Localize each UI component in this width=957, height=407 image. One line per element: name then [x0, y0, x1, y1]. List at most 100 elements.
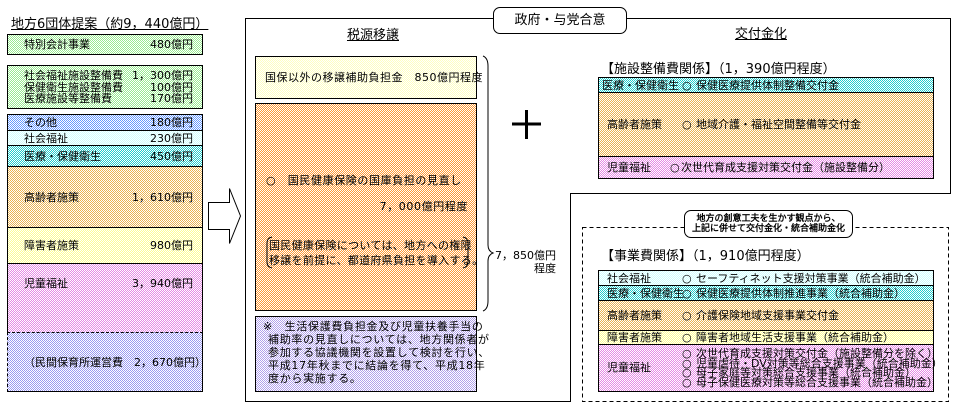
category-row-disabled: 障害者施策 980億円	[7, 227, 203, 264]
row-item: 次世代育成支援対策交付金（施設整備分）	[681, 161, 890, 174]
total-transfer-suffix: 程度	[534, 262, 556, 275]
plus-icon	[512, 110, 541, 139]
category-row-social-welfare: 社会福祉 230億円	[7, 130, 203, 146]
bullet-icon: ○	[682, 356, 692, 370]
grants-heading: 交付金化	[734, 27, 787, 42]
facility-cost-value: 100億円	[150, 80, 193, 94]
category-label: 高齢者施策	[24, 190, 79, 204]
category-label: 医療・保健衛生	[24, 149, 101, 163]
welfare-note-line: 参加する協議機関を設置して検討を行い、	[268, 346, 490, 359]
row-category: 医療・保健衛生	[602, 79, 679, 92]
row-item: 母子保健医療対策等総合支援事業（統合補助金）	[696, 375, 938, 389]
bullet-icon: ○	[682, 79, 692, 92]
row-item: 母子家庭等対策総合支援事業（統合補助金）	[696, 366, 916, 379]
project-row-child-welfare: 児童福祉 ○ 次世代育成支援対策交付金（施設整備分を除く） ○ 児童虐待・DV対…	[598, 344, 943, 392]
nursery-operation-row: （民間保育所運営費 2，670億円）	[7, 332, 206, 392]
right-paren-icon	[462, 236, 469, 269]
facility-cost-value: 170億円	[150, 92, 193, 105]
category-row-medical-health: 医療・保健衛生 450億円	[7, 145, 203, 167]
row-item: 保健医療提供体制整備交付金	[696, 79, 839, 92]
row-item: セーフティネット支援対策事業（統合補助金）	[696, 272, 926, 285]
category-value: 980億円	[150, 239, 193, 252]
integration-note-label: 地方の創意工夫を生かす観点から、 上記に併せて交付金化・統合補助金化	[684, 210, 853, 238]
facility-cost-row: 保健衛生施設整備費 100億円	[8, 80, 202, 94]
bullet-icon: ○	[682, 118, 692, 131]
special-account-box: 特別会計事業 480億円	[7, 34, 203, 55]
facility-cost-label: 社会福祉施設整備費	[24, 69, 123, 82]
bullet-icon: ○	[670, 161, 680, 174]
left-paren-icon	[266, 236, 273, 269]
integration-note-line: 上記に併せて交付金化・統合補助金化	[691, 224, 845, 234]
welfare-note-line: ※ 生活保護費負担金及び児童扶養手当の	[263, 320, 484, 333]
row-item: 保健医療提供体制推進事業（統合補助金）	[696, 287, 905, 300]
category-label: その他	[24, 116, 57, 129]
facility-cost-row: 社会福祉施設整備費 1，300億円	[8, 70, 202, 82]
total-transfer-amount: 7，850億円	[495, 249, 556, 262]
project-row-social-welfare: 社会福祉 ○ セーフティネット支援対策事業（統合補助金）	[598, 270, 934, 286]
special-account-label: 特別会計事業	[24, 38, 90, 51]
other-subsidies-box: 国保以外の移譲補助負担金 850億円程度	[255, 56, 483, 99]
nhi-amount: 7，000億円程度	[379, 200, 468, 213]
project-row-elderly: 高齢者施策 ○ 介護保険地域支援事業交付金	[598, 300, 934, 331]
bullet-icon: ○	[682, 331, 692, 344]
row-item: 次世代育成支援対策交付金（施設整備分を除く）	[696, 347, 938, 360]
bullet-icon: ○	[682, 272, 692, 285]
other-subsidies-text: 国保以外の移譲補助負担金 850億円程度	[265, 71, 483, 84]
category-label: 障害者施策	[24, 239, 79, 252]
category-value: 1，610億円	[132, 190, 193, 204]
row-category: 社会福祉	[607, 272, 651, 285]
facility-cost-label: 医療施設等整備費	[24, 92, 112, 105]
category-value: 3，940億円	[132, 277, 193, 290]
bullet-icon: ○	[682, 287, 692, 300]
facility-cost-label: 保健衛生施設整備費	[24, 80, 123, 94]
facility-row-medical-health: 医療・保健衛生 ○ 保健医療提供体制整備交付金	[598, 77, 934, 93]
category-label: 社会福祉	[24, 131, 68, 145]
welfare-note-box	[255, 316, 477, 392]
project-section-title: 【事業費関係】（1，910億円程度）	[601, 249, 810, 264]
bullet-icon: ○	[682, 375, 692, 389]
bullet-icon: ○	[682, 347, 692, 360]
facility-costs-box: 社会福祉施設整備費 1，300億円 保健衛生施設整備費 100億円 医療施設等整…	[7, 65, 203, 109]
welfare-note-line: 度から実施する。	[268, 372, 362, 385]
nhi-note-line: 移譲を前提に、都道府県負担を導入する。	[269, 254, 484, 267]
row-item: 児童虐待・DV対策等総合支援事業（統合補助金）	[696, 356, 943, 370]
row-category: 高齢者施策	[607, 118, 662, 131]
category-value: 450億円	[150, 149, 193, 163]
project-row-disabled: 障害者施策 ○ 障害者地域生活支援事業（統合補助金）	[598, 330, 934, 345]
row-category: 医療・保健衛生	[607, 287, 684, 300]
project-row-medical-health: 医療・保健衛生 ○ 保健医療提供体制推進事業（統合補助金）	[598, 285, 934, 301]
row-category: 児童福祉	[607, 161, 651, 174]
row-item: 地域介護・福祉空間整備等交付金	[696, 118, 861, 131]
bullet-icon: ○	[682, 366, 692, 379]
row-category: 高齢者施策	[607, 309, 662, 322]
tax-transfer-heading: 税源移譲	[346, 28, 399, 43]
facility-cost-row: 医療施設等整備費 170億円	[8, 93, 202, 105]
facility-row-elderly: 高齢者施策 ○ 地域介護・福祉空間整備等交付金	[598, 92, 934, 157]
facility-section-title: 【施設整備費関係】（1，390億円程度）	[601, 62, 836, 77]
nhi-review-box	[255, 103, 477, 311]
row-category: 障害者施策	[607, 331, 662, 344]
right-arrow-icon	[208, 188, 242, 244]
bullet-icon: ○	[682, 309, 692, 322]
special-account-value: 480億円	[150, 38, 193, 51]
welfare-note-line: 補助率の見直しについては、地方関係者が	[268, 333, 490, 346]
category-value: 180億円	[150, 116, 193, 129]
category-row-elderly: 高齢者施策 1，610億円	[7, 166, 203, 228]
integration-note-line: 地方の創意工夫を生かす観点から、	[696, 214, 841, 224]
category-row-child-welfare: 児童福祉 3，940億円	[7, 263, 203, 333]
agreement-label: 政府・与党合意	[493, 7, 627, 34]
welfare-note-line: 平成17年秋までに結論を得て、平成18年	[268, 359, 486, 372]
category-value: 230億円	[150, 131, 193, 145]
nursery-note: （民間保育所運営費 2，670億円）	[24, 355, 206, 369]
agreement-frame	[245, 18, 951, 402]
row-item: 介護保険地域支援事業交付金	[696, 309, 839, 322]
category-label: 児童福祉	[24, 277, 68, 290]
row-category: 児童福祉	[607, 361, 651, 374]
brace-icon	[482, 55, 495, 312]
facility-row-child-welfare: 児童福祉 ○ 次世代育成支援対策交付金（施設整備分）	[598, 156, 934, 179]
nhi-review-text: ○ 国民健康保険の国庫負担の見直し	[266, 174, 462, 187]
row-item: 障害者地域生活支援事業（統合補助金）	[696, 331, 894, 344]
nhi-note-line: 国民健康保険については、地方への権限	[269, 239, 472, 252]
